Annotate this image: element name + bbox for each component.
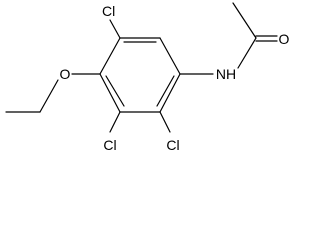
bond-to-cl-top (109, 19, 121, 39)
atom-carbonyl-oxygen: O (279, 31, 290, 47)
bond-to-cl-bottom-right (159, 111, 171, 133)
atom-cl-bottom-right: Cl (166, 137, 179, 153)
bond-carbonyl-to-methyl (232, 2, 257, 39)
ring-bond-lower-left (99, 73, 121, 113)
ring-bond-upper-right (159, 37, 181, 75)
atom-cl-top: Cl (102, 3, 115, 19)
atom-nitrogen-amide: NH (216, 66, 236, 82)
ring-bond-lower-right (159, 73, 181, 113)
structure-canvas: Cl O Cl Cl NH O (5, 2, 290, 153)
bond-to-cl-bottom-left (109, 111, 121, 133)
ring-bond-lower-left-inner (105, 75, 125, 107)
atom-labels-group: Cl O Cl Cl NH O (60, 3, 290, 153)
bond-nitrogen-to-carbonyl (237, 37, 257, 69)
ring-bond-lower-right-inner (156, 75, 175, 107)
ring-bond-upper-left (99, 37, 121, 75)
atom-ether-oxygen: O (60, 66, 71, 82)
bond-ether-ch2 (39, 79, 59, 113)
atom-cl-bottom-left: Cl (103, 137, 116, 153)
bonds-group (5, 2, 278, 133)
molecule-diagram: Cl O Cl Cl NH O (5, 2, 290, 153)
